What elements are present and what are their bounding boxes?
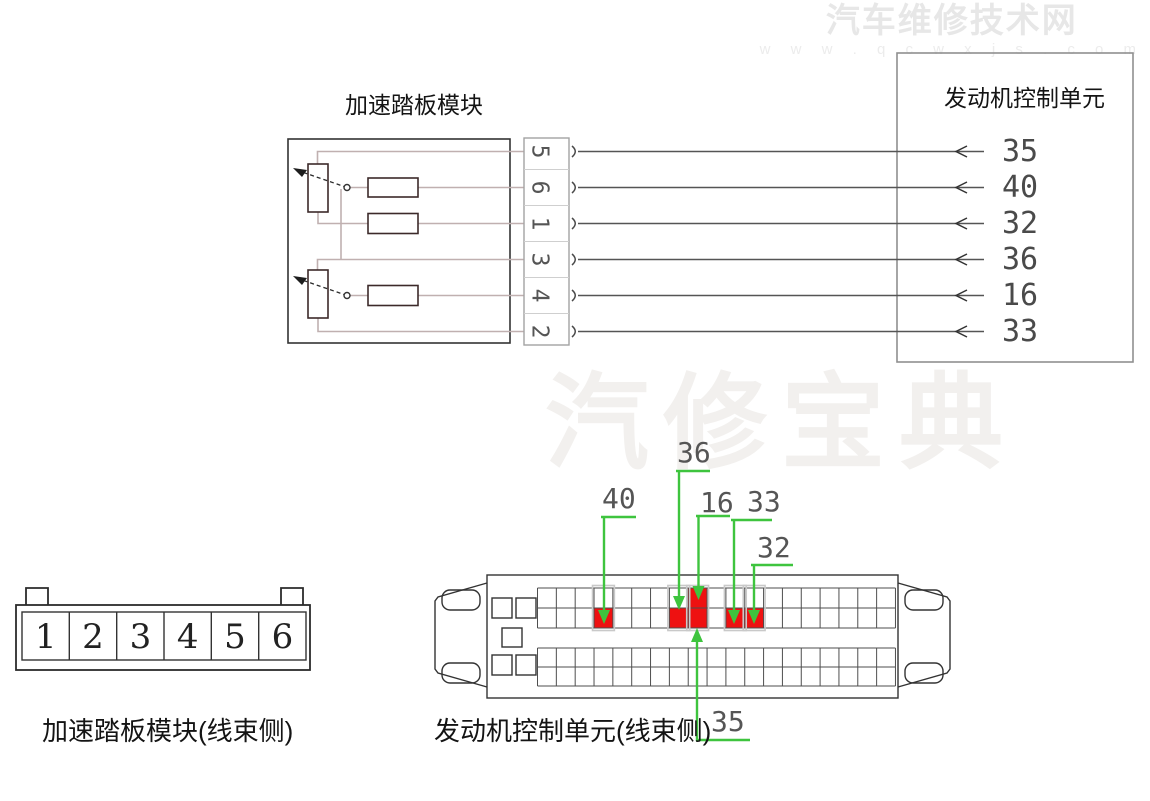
resistor-3 (367, 284, 419, 307)
ecu-connector-right-wing (897, 582, 951, 688)
ecu-pin-number: 33 (1002, 314, 1038, 349)
strip-pin-number: 6 (527, 181, 553, 195)
resistor-2 (367, 212, 419, 235)
wire-end-chevron (954, 325, 968, 338)
pedal-module-title: 加速踏板模块 (345, 92, 483, 118)
pedal-connector-pin-numbers: 1 2 3 4 5 6 (35, 617, 293, 657)
ecu-pin-number: 32 (1002, 206, 1038, 241)
ecu-pin-number: 35 (1002, 134, 1038, 169)
center-watermark: 汽修宝典 (545, 366, 1018, 482)
connector-pin-number: 6 (272, 617, 294, 657)
keying-square (515, 654, 537, 676)
wing-notch (904, 662, 944, 684)
ecu-pin-grid (537, 584, 896, 687)
strip-pin-number: 4 (527, 289, 553, 303)
site-watermark-title: 汽车维修技术网 (825, 2, 1078, 40)
connector-strip-pin-numbers: 5 6 1 3 4 2 (527, 145, 553, 339)
callout-arrow-16 (692, 514, 730, 600)
ecu-connector-view: 36 40 16 33 32 35 发动机控制单元(线束侧) (434, 436, 951, 746)
callout-arrow-35 (691, 628, 750, 742)
keying-square (491, 597, 513, 619)
wire (316, 150, 524, 164)
wiper-arrow-head (293, 168, 307, 177)
callout-pin-number: 16 (700, 486, 734, 519)
strip-pin-number: 3 (527, 253, 553, 267)
callout-arrow-40 (598, 515, 636, 624)
wiper-arrow-shaft (301, 171, 348, 189)
wiper-arrow-head (293, 276, 307, 285)
connector-pin-number: 3 (130, 617, 152, 657)
strip-pin-number: 5 (527, 145, 553, 159)
highlighted-pin-cell-36 (669, 608, 689, 628)
highlighted-pin-cell-35 (688, 608, 708, 628)
wire (317, 212, 524, 225)
callout-pin-number: 32 (757, 531, 791, 564)
pedal-connector-label: 加速踏板模块(线束侧) (42, 716, 293, 746)
pedal-module-box: 加速踏板模块 (287, 92, 524, 344)
wiper-contact (343, 291, 351, 300)
ecu-pin-number: 40 (1002, 170, 1038, 205)
ecu-box: 发动机控制单元 (896, 52, 1134, 363)
pedal-connector-view: 1 2 3 4 5 6 加速踏板模块(线束侧) (15, 587, 311, 746)
resistor-1 (367, 177, 419, 198)
keying-square (515, 597, 537, 619)
highlight-outline (723, 584, 748, 632)
connector-tab-right (280, 587, 304, 605)
potentiometer-body (307, 269, 329, 319)
pin-row-dividers (68, 612, 260, 660)
callout-pin-number: 40 (602, 482, 636, 515)
terminal-sockets (571, 145, 576, 338)
ecu-pin-number: 16 (1002, 278, 1038, 313)
wire (317, 318, 524, 333)
pedal-connector-strip: 5 6 1 3 4 2 (523, 137, 576, 346)
connector-pin-number: 1 (35, 617, 57, 657)
connector-strip-dividers (524, 169, 569, 314)
ecu-connector-label: 发动机控制单元(线束侧) (434, 716, 711, 746)
keying-square (491, 654, 513, 676)
wing-notch (904, 589, 944, 611)
ecu-connector-body (486, 574, 899, 699)
callout-arrow-33 (728, 518, 772, 624)
connector-pin-number: 5 (224, 617, 246, 657)
pedal-module-outline (287, 138, 511, 344)
wiper-arrow-shaft (301, 279, 348, 297)
callout-pin-number: 35 (711, 705, 745, 738)
potentiometer-1 (293, 163, 351, 213)
keying-square (501, 627, 523, 648)
connector-outline (15, 604, 311, 671)
connector-pin-number: 2 (82, 617, 104, 657)
callout-arrow-36 (673, 469, 710, 610)
wing-notch (441, 662, 481, 684)
ecu-title: 发动机控制单元 (944, 85, 1105, 111)
highlighted-pin-cell-16 (688, 588, 708, 608)
ecu-pin-number: 36 (1002, 242, 1038, 277)
ecu-outline (896, 52, 1134, 363)
strip-pin-number: 2 (527, 325, 553, 339)
ecu-pin-terminals: 35 40 32 36 16 33 (954, 134, 1038, 349)
wiper-contact (343, 183, 351, 192)
wire (316, 258, 524, 270)
callout-arrow-32 (748, 563, 793, 624)
connector-pin-number: 4 (177, 617, 199, 657)
potentiometer-body (307, 163, 329, 213)
wire-end-chevron (954, 289, 968, 302)
strip-pin-number: 1 (527, 217, 553, 231)
ecu-connector-left-wing (434, 582, 488, 688)
connector-tab-left (25, 587, 49, 605)
callout-pin-number: 33 (747, 485, 781, 518)
potentiometer-2 (293, 269, 351, 319)
harness-wires (578, 150, 984, 333)
wing-notch (441, 589, 481, 611)
wire-end-chevron (954, 253, 968, 266)
wire-end-chevron (954, 145, 968, 158)
wire-end-chevron (954, 181, 968, 194)
pin-callouts: 36 40 16 33 32 35 (598, 436, 793, 742)
callout-pin-number: 36 (677, 436, 711, 469)
pedal-module-wires (316, 150, 524, 333)
wire-end-chevron (954, 217, 968, 230)
